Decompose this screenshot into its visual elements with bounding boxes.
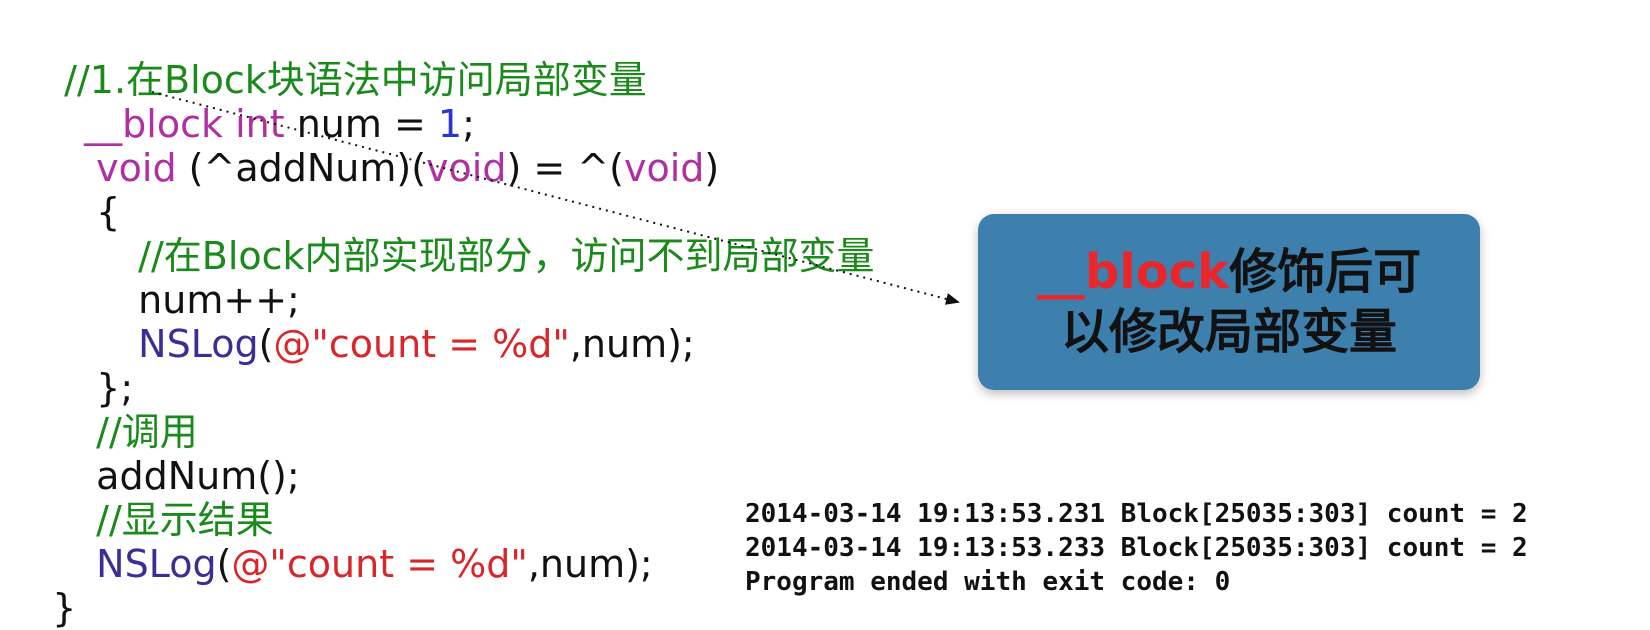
callout-box: __block修饰后可 以修改局部变量: [978, 214, 1480, 390]
block-name: (^addNum)(: [176, 146, 427, 190]
comment-text: //调用: [96, 410, 198, 454]
call-args: ,num);: [527, 542, 653, 586]
code-line-call: addNum();: [72, 410, 300, 498]
open-paren: (: [216, 542, 232, 586]
block-assign: ) = ^(: [506, 146, 624, 190]
void-keyword: void: [426, 146, 507, 190]
close-block: };: [96, 366, 134, 410]
open-paren: (: [258, 322, 274, 366]
console-line: 2014-03-14 19:13:53.231 Block[25035:303]…: [745, 499, 1528, 529]
callout-line-2: 以修改局部变量: [1061, 302, 1397, 362]
console-line: Program ended with exit code: 0: [745, 567, 1231, 597]
code-line-nslog-1: NSLog(@"count = %d",num);: [114, 278, 695, 366]
call-stmt: addNum();: [96, 454, 300, 498]
callout-line-1: __block修饰后可: [1037, 242, 1421, 302]
nslog-function: NSLog: [138, 322, 259, 366]
nslog-function: NSLog: [96, 542, 217, 586]
code-line-close-brace: }: [28, 542, 76, 630]
console-line: 2014-03-14 19:13:53.233 Block[25035:303]…: [745, 533, 1528, 563]
close-paren: ): [704, 146, 720, 190]
comment-text: //显示结果: [96, 498, 274, 542]
void-keyword: void: [623, 146, 705, 190]
callout-highlight: __block: [1036, 244, 1230, 300]
open-brace: {: [96, 190, 121, 234]
format-string: @"count = %d": [273, 322, 570, 366]
call-args: ,num);: [569, 322, 695, 366]
code-line-comment-3: //调用: [72, 366, 198, 454]
callout-text: 修饰后可: [1229, 244, 1422, 300]
code-line-close-block: };: [72, 322, 133, 410]
format-string: @"count = %d": [231, 542, 528, 586]
code-line-open-brace: {: [72, 146, 120, 234]
code-line-comment-4: //显示结果: [72, 454, 274, 542]
code-line-nslog-2: NSLog(@"count = %d",num);: [72, 498, 653, 586]
code-line-block-def: void (^addNum)(void) = ^(void): [72, 102, 719, 190]
callout-text: 以修改局部变量: [1060, 304, 1397, 360]
close-brace: }: [52, 586, 77, 630]
